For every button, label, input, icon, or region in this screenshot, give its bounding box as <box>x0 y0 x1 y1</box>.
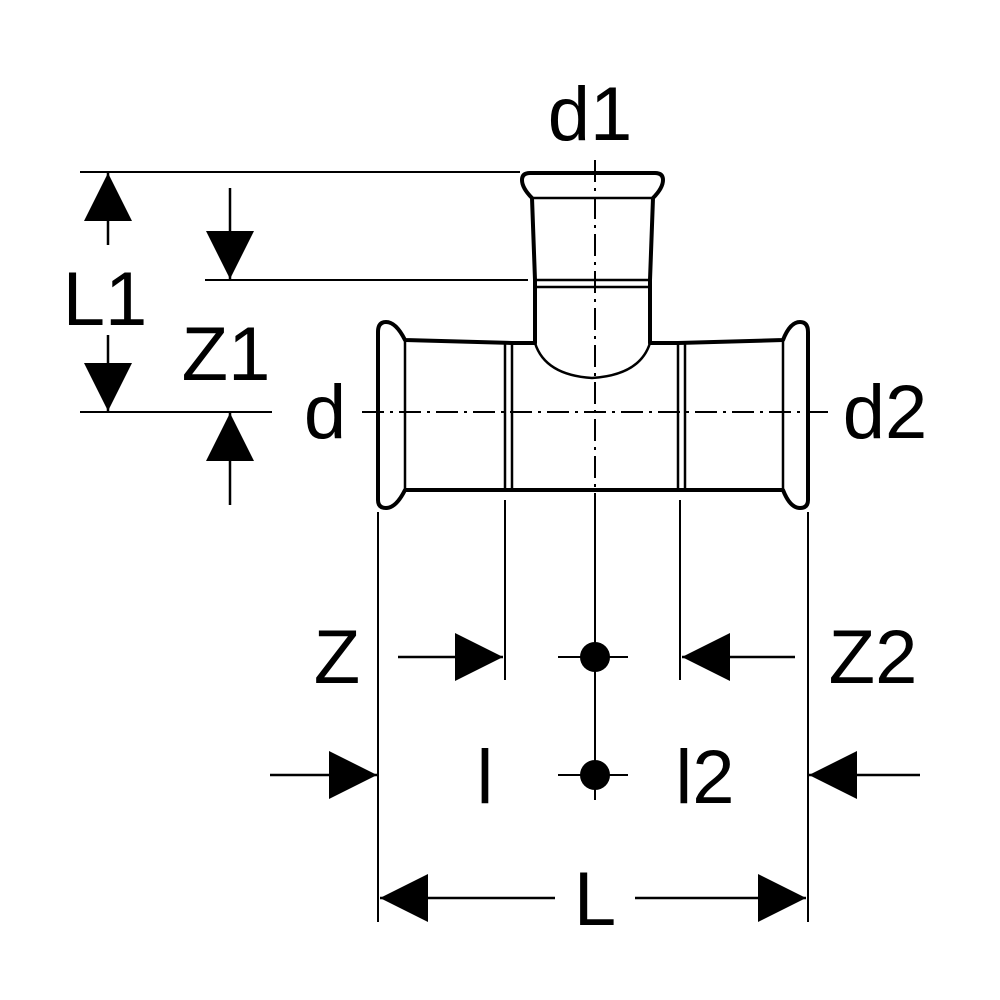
label-Z1: Z1 <box>182 312 271 397</box>
label-l: l <box>477 735 494 820</box>
dimension-arrows <box>84 173 920 922</box>
label-d1: d1 <box>548 72 633 157</box>
label-l2: l2 <box>675 735 734 820</box>
dimension-labels: d1 L1 Z1 d d2 Z Z2 l l2 L <box>63 72 928 942</box>
label-d2: d2 <box>843 370 928 455</box>
reference-points <box>558 642 628 790</box>
label-d: d <box>304 370 346 455</box>
label-Z2: Z2 <box>829 615 918 700</box>
upper-reference-point <box>580 642 610 672</box>
label-L: L <box>574 857 616 942</box>
label-Z: Z <box>314 615 360 700</box>
fitting-outline <box>376 171 810 510</box>
tee-fitting <box>376 171 810 510</box>
center-lines <box>362 160 828 500</box>
lower-reference-point <box>580 760 610 790</box>
label-L1: L1 <box>63 257 148 342</box>
branch-junction-arc <box>533 342 652 380</box>
